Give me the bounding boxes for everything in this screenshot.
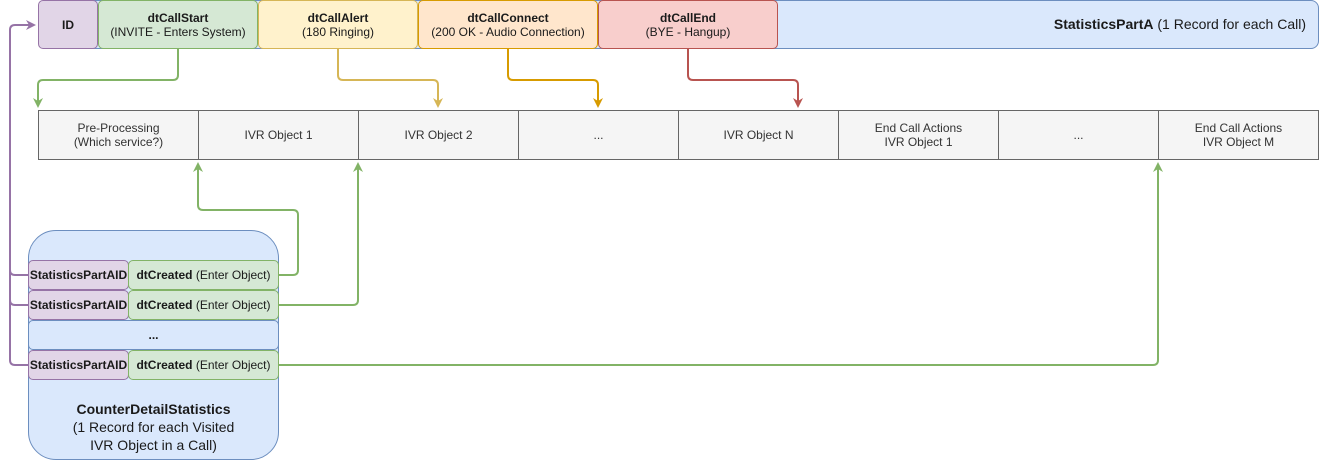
row1-field-dtcreated: dtCreated (Enter Object) xyxy=(128,260,279,290)
row3-fk-statisticspartaid: StatisticsPartAID xyxy=(28,350,129,380)
field-dtcallend-desc: (BYE - Hangup) xyxy=(645,24,731,39)
field-dtcallalert-label: dtCallAlert xyxy=(307,10,369,25)
field-id-label: ID xyxy=(62,17,74,32)
statistics-part-a-title: StatisticsPartA (1 Record for each Call) xyxy=(1054,17,1306,31)
step-end-call-actions-m: End Call Actions IVR Object M xyxy=(1158,110,1319,160)
fk-connectors xyxy=(9,20,36,366)
step-ivr-object-1: IVR Object 1 xyxy=(198,110,359,160)
fk-connector-row1 xyxy=(9,20,36,276)
step-sublabel: IVR Object 1 xyxy=(884,135,953,149)
step-label: IVR Object 2 xyxy=(404,128,473,142)
fk-label: StatisticsPartAID xyxy=(29,268,128,282)
field-dtcallconnect-desc: (200 OK - Audio Connection) xyxy=(431,24,585,39)
row1-fk-statisticspartaid: StatisticsPartAID xyxy=(28,260,129,290)
step-ivr-object-n: IVR Object N xyxy=(678,110,839,160)
step-end-call-actions-1: End Call Actions IVR Object 1 xyxy=(838,110,999,160)
dtcreated-label: dtCreated (Enter Object) xyxy=(136,358,271,372)
step-label: End Call Actions xyxy=(1194,121,1283,135)
row2-fk-statisticspartaid: StatisticsPartAID xyxy=(28,290,129,320)
field-dtcallstart-desc: (INVITE - Enters System) xyxy=(110,24,246,39)
step-sublabel: (Which service?) xyxy=(73,135,164,149)
step-ellipsis-2: ... xyxy=(998,110,1159,160)
statistics-part-a-note: (1 Record for each Call) xyxy=(1153,16,1306,32)
step-ivr-object-2: IVR Object 2 xyxy=(358,110,519,160)
arrow-row3-to-end-actions-m xyxy=(279,162,1163,366)
field-id: ID xyxy=(38,0,98,49)
arrow-callstart-to-preprocessing xyxy=(33,49,179,108)
step-ellipsis-1: ... xyxy=(518,110,679,160)
field-dtcallend: dtCallEnd (BYE - Hangup) xyxy=(598,0,778,49)
fk-label: StatisticsPartAID xyxy=(29,358,128,372)
row3-field-dtcreated: dtCreated (Enter Object) xyxy=(128,350,279,380)
field-dtcallend-label: dtCallEnd xyxy=(660,10,716,25)
arrow-callend-to-ivrn xyxy=(687,49,803,108)
fk-label: StatisticsPartAID xyxy=(29,298,128,312)
counter-detail-statistics-title: CounterDetailStatistics (1 Record for ea… xyxy=(28,400,279,454)
dtcreated-label: dtCreated (Enter Object) xyxy=(136,298,271,312)
counter-detail-note-line1: (1 Record for each Visited xyxy=(72,419,235,435)
step-label: IVR Object N xyxy=(723,128,794,142)
field-dtcallalert-desc: (180 Ringing) xyxy=(301,24,375,39)
field-dtcallalert: dtCallAlert (180 Ringing) xyxy=(258,0,418,49)
fk-connector-row3 xyxy=(9,300,28,366)
field-dtcallconnect: dtCallConnect (200 OK - Audio Connection… xyxy=(418,0,598,49)
step-pre-processing: Pre-Processing (Which service?) xyxy=(38,110,199,160)
dtcreated-label: dtCreated (Enter Object) xyxy=(136,268,271,282)
arrow-callalert-to-ivr2 xyxy=(337,49,443,108)
statistics-part-a-name: StatisticsPartA xyxy=(1053,16,1154,32)
counter-detail-name: CounterDetailStatistics xyxy=(76,401,231,417)
arrow-row1-to-ivr1 xyxy=(193,162,299,276)
step-label: End Call Actions xyxy=(874,121,963,135)
counter-detail-note-line2: IVR Object in a Call) xyxy=(90,437,217,453)
ellipsis-label: ... xyxy=(148,328,159,342)
row2-field-dtcreated: dtCreated (Enter Object) xyxy=(128,290,279,320)
step-sublabel: IVR Object M xyxy=(1202,135,1275,149)
row-ellipsis: ... xyxy=(28,320,279,350)
arrow-callconnect-to-ellipsis xyxy=(507,49,603,108)
step-label: ... xyxy=(593,128,604,142)
field-dtcallconnect-label: dtCallConnect xyxy=(467,10,549,25)
step-label: IVR Object 1 xyxy=(244,128,313,142)
field-dtcallstart: dtCallStart (INVITE - Enters System) xyxy=(98,0,258,49)
field-dtcallstart-label: dtCallStart xyxy=(147,10,209,25)
arrow-row2-to-ivr2 xyxy=(279,162,363,306)
step-label: ... xyxy=(1073,128,1084,142)
step-label: Pre-Processing xyxy=(77,121,160,135)
